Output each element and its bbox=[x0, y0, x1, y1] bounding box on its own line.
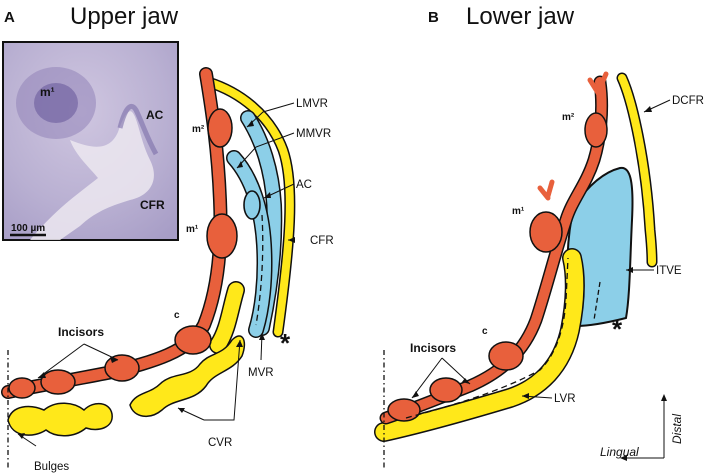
cfr-ridge bbox=[204, 78, 294, 336]
mmvr-leader bbox=[236, 132, 295, 169]
orientation-axes: Distal Lingual bbox=[600, 394, 684, 461]
inset-ac-label: AC bbox=[146, 108, 164, 122]
upper-incisor-germ-2 bbox=[104, 354, 140, 382]
upper-m2-germ bbox=[207, 108, 233, 148]
upper-m2-label: m² bbox=[192, 124, 205, 135]
cvr-upper-ridge bbox=[210, 282, 244, 353]
upper-canine-label: c bbox=[174, 310, 180, 321]
bulges-shape bbox=[7, 402, 113, 437]
lower-m2-label: m² bbox=[562, 112, 575, 123]
lower-canine-label: c bbox=[482, 326, 488, 337]
bulges-label: Bulges bbox=[34, 461, 69, 473]
lower-canine-germ bbox=[488, 341, 524, 371]
cvr-leader bbox=[204, 339, 241, 421]
panel-b-title: Lower jaw bbox=[466, 3, 575, 30]
lower-incisor-germ-1 bbox=[387, 398, 421, 422]
panel-b-letter: B bbox=[428, 9, 439, 26]
ac-label: AC bbox=[296, 179, 312, 191]
mvr-label: MVR bbox=[248, 367, 274, 379]
lower-incisors-label: Incisors bbox=[410, 341, 456, 355]
panel-a-title: Upper jaw bbox=[70, 3, 179, 30]
incisors-leader-1 bbox=[37, 343, 85, 379]
panel-a: A Upper jaw m¹ AC CFR 100 µm bbox=[1, 3, 334, 473]
lower-incisor-germ-2 bbox=[429, 377, 463, 403]
histology-inset: m¹ AC CFR 100 µm bbox=[2, 41, 179, 241]
lvr-label: LVR bbox=[554, 393, 576, 405]
cvr-bulges bbox=[129, 335, 246, 417]
itve-label: ITVE bbox=[656, 265, 682, 277]
inset-cfr-label: CFR bbox=[140, 198, 165, 212]
lower-m2-germ bbox=[584, 112, 608, 148]
lower-incisors-leader-1 bbox=[411, 357, 443, 399]
inset-m1-label: m¹ bbox=[40, 85, 55, 99]
panel-a-letter: A bbox=[4, 9, 15, 26]
upper-m1-label: m¹ bbox=[186, 224, 199, 235]
panel-b-asterisk: * bbox=[612, 314, 623, 344]
upper-incisors-label: Incisors bbox=[58, 325, 104, 339]
lingual-label: Lingual bbox=[600, 445, 639, 459]
upper-m1-germ bbox=[206, 213, 238, 259]
lmvr-label: LMVR bbox=[296, 98, 328, 110]
lower-m1-germ bbox=[529, 211, 563, 253]
lvr-ridge bbox=[375, 249, 584, 441]
inset-lumen bbox=[30, 111, 154, 240]
panel-b: B Lower jaw m² m¹ c bbox=[374, 3, 704, 470]
lower-m1-label: m¹ bbox=[512, 206, 525, 217]
upper-dental-lamina bbox=[2, 68, 226, 398]
panel-a-asterisk: * bbox=[280, 328, 291, 358]
distal-label: Distal bbox=[670, 414, 684, 444]
dcfr-ridge bbox=[618, 74, 656, 266]
upper-canine-germ bbox=[174, 325, 212, 355]
cfr-label: CFR bbox=[310, 235, 334, 247]
incisors-leader-2 bbox=[83, 343, 119, 361]
cvr-label: CVR bbox=[208, 437, 232, 449]
inset-scale-label: 100 µm bbox=[11, 223, 45, 234]
mmvr-label: MMVR bbox=[296, 128, 331, 140]
upper-incisor-germ-1 bbox=[40, 369, 76, 395]
mmvr-ridge bbox=[227, 151, 272, 337]
dcfr-label: DCFR bbox=[672, 95, 704, 107]
ac-bulge bbox=[243, 190, 261, 220]
